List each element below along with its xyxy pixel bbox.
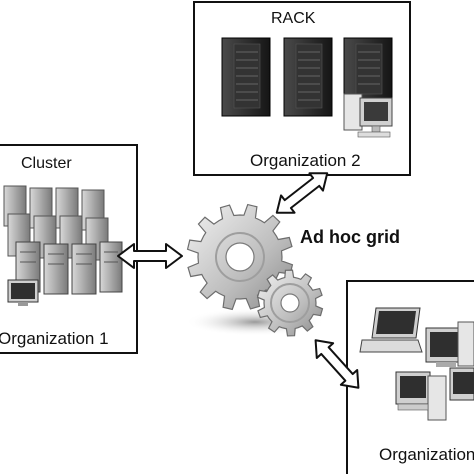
rack-server-icon <box>283 37 333 117</box>
ad-hoc-grid-label: Ad hoc grid <box>300 227 400 247</box>
laptop-icon <box>359 307 423 353</box>
rack-server-icon <box>221 37 271 117</box>
desktop-computer-icon <box>425 321 474 367</box>
desktop-computer-icon <box>343 93 393 138</box>
desktop-computer-icon <box>7 279 39 306</box>
cluster-servers <box>3 185 123 295</box>
double-arrow-icon <box>275 172 329 214</box>
desktop-computer-icon <box>449 367 474 401</box>
cluster-label: Cluster <box>21 155 72 172</box>
organization-2-label: Organization 2 <box>250 151 361 170</box>
double-arrow-icon <box>314 339 360 389</box>
rack-label: RACK <box>271 10 316 27</box>
gear-icon <box>256 269 324 337</box>
gear-icon <box>186 203 294 311</box>
organization-3-label: Organization <box>379 445 474 464</box>
desktop-computer-icon <box>395 371 447 421</box>
double-arrow-icon <box>117 243 183 269</box>
organization-1-label: Organization 1 <box>0 329 109 348</box>
